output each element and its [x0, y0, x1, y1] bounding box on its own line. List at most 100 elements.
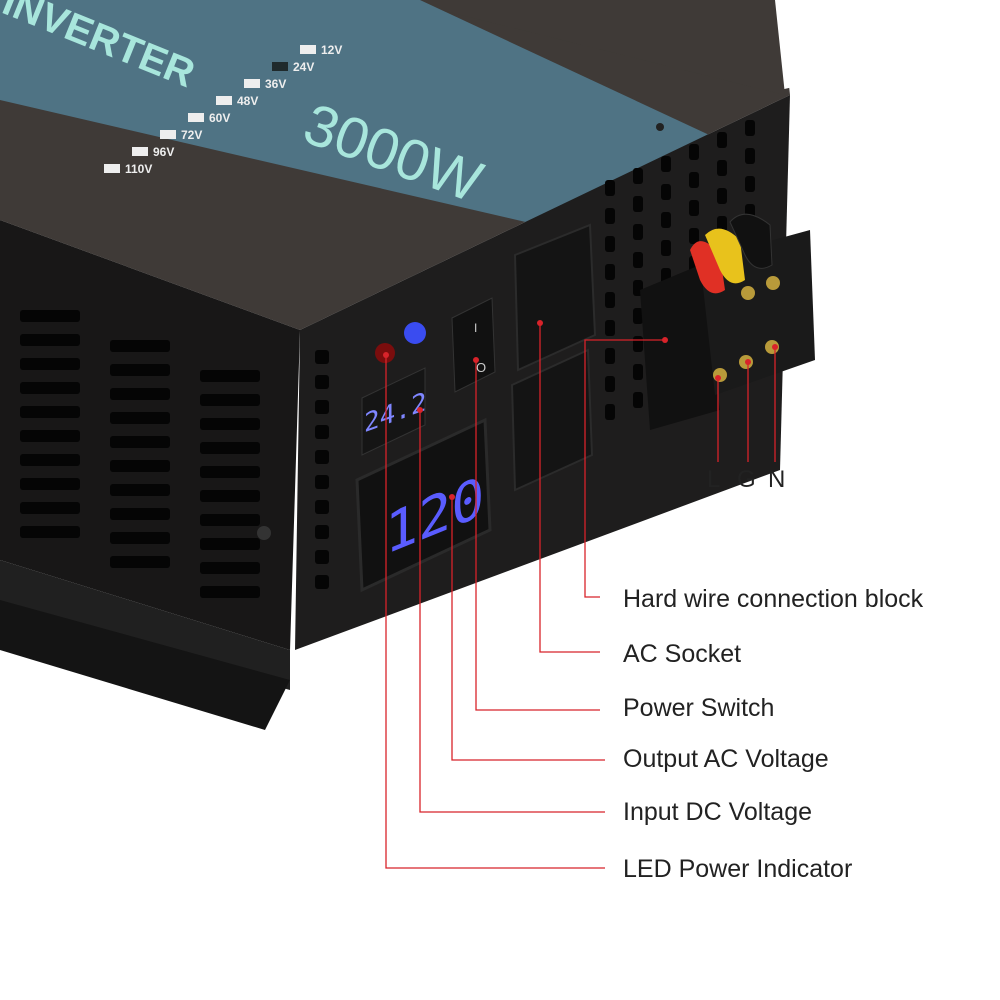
voltage-checkbox	[272, 62, 288, 71]
callout-power-switch: Power Switch	[623, 694, 775, 722]
voltage-checkbox	[244, 79, 260, 88]
vent-slot	[20, 358, 80, 370]
vent-slot	[315, 350, 329, 364]
terminal-label-l: L	[707, 466, 721, 493]
vent-slot	[110, 484, 170, 496]
vent-slot	[315, 475, 329, 489]
vent-slot	[605, 404, 615, 420]
voltage-option-label: 96V	[153, 145, 174, 159]
vent-slot	[633, 392, 643, 408]
vent-slot	[200, 418, 260, 430]
vent-slot	[200, 538, 260, 550]
vent-slot	[110, 460, 170, 472]
vent-slot	[633, 336, 643, 352]
voltage-option-label: 72V	[181, 128, 202, 142]
vent-slot	[110, 412, 170, 424]
vent-slot	[20, 502, 80, 514]
voltage-checkbox	[216, 96, 232, 105]
voltage-option-label: 48V	[237, 94, 258, 108]
voltage-option-label: 60V	[209, 111, 230, 125]
vent-slot	[745, 176, 755, 192]
vent-slot	[110, 388, 170, 400]
vent-slot	[315, 500, 329, 514]
vent-slot	[20, 406, 80, 418]
callout-output-ac-voltage: Output AC Voltage	[623, 745, 829, 773]
vent-slot	[661, 156, 671, 172]
vent-slot	[20, 382, 80, 394]
vent-slot	[110, 532, 170, 544]
vent-slot	[200, 442, 260, 454]
vent-slot	[110, 436, 170, 448]
vent-slot	[20, 526, 80, 538]
voltage-checkbox	[104, 164, 120, 173]
voltage-option-label: 36V	[265, 77, 286, 91]
vent-slot	[200, 586, 260, 598]
vent-slot	[110, 364, 170, 376]
vent-slot	[633, 364, 643, 380]
callout-led-power-indicator: LED Power Indicator	[623, 855, 853, 883]
callout-hard-wire-block: Hard wire connection block	[623, 585, 924, 613]
vent-slot	[315, 525, 329, 539]
switch-off-symbol: O	[476, 360, 486, 375]
switch-on-symbol: I	[474, 321, 477, 335]
vent-slot	[633, 252, 643, 268]
vent-slot	[20, 334, 80, 346]
vent-slot	[20, 430, 80, 442]
vent-slot	[605, 264, 615, 280]
vent-slot	[633, 224, 643, 240]
voltage-checkbox	[300, 45, 316, 54]
vent-slot	[200, 394, 260, 406]
vent-slot	[20, 478, 80, 490]
vent-slot	[717, 160, 727, 176]
vent-slot	[200, 490, 260, 502]
vent-slot	[605, 180, 615, 196]
power-switch[interactable]	[451, 297, 496, 393]
voltage-checkbox	[188, 113, 204, 122]
mounting-flange	[0, 560, 290, 690]
voltage-checkbox	[132, 147, 148, 156]
vent-slot	[605, 292, 615, 308]
callout-input-dc-voltage: Input DC Voltage	[623, 798, 813, 826]
ac-socket-top[interactable]	[513, 223, 597, 372]
ac-socket-bottom[interactable]	[510, 348, 594, 492]
vent-slot	[745, 120, 755, 136]
vent-slot	[605, 208, 615, 224]
vent-slot	[200, 562, 260, 574]
vent-slot	[605, 236, 615, 252]
vent-slot	[633, 308, 643, 324]
vent-slot	[633, 196, 643, 212]
terminal-label-g: G	[737, 466, 756, 493]
voltage-checkbox	[160, 130, 176, 139]
vent-slot	[661, 184, 671, 200]
vent-slot	[717, 188, 727, 204]
vent-slot	[661, 240, 671, 256]
blue-led	[404, 322, 426, 344]
vent-slot	[717, 216, 727, 232]
callout-ac-socket: AC Socket	[623, 640, 742, 668]
vent-slot	[20, 454, 80, 466]
vent-slot	[110, 556, 170, 568]
vent-slot	[200, 514, 260, 526]
terminal-label-n: N	[768, 466, 786, 493]
vent-slot	[605, 320, 615, 336]
input-dc-display	[361, 367, 426, 456]
white-corner	[400, 0, 1000, 90]
vent-slot	[745, 148, 755, 164]
vent-slot	[200, 370, 260, 382]
vent-slot	[315, 400, 329, 414]
vent-slot	[633, 168, 643, 184]
vent-slot	[110, 508, 170, 520]
vent-slot	[717, 132, 727, 148]
vent-slot	[689, 200, 699, 216]
voltage-option-label: 110V	[125, 162, 152, 176]
vent-slot	[315, 375, 329, 389]
vent-slot	[689, 228, 699, 244]
vent-slot	[605, 348, 615, 364]
vent-slot	[200, 466, 260, 478]
voltage-option-label: 12V	[321, 43, 342, 57]
vent-slot	[315, 425, 329, 439]
vent-slot	[689, 144, 699, 160]
vent-slot	[315, 450, 329, 464]
output-ac-display	[355, 417, 492, 593]
